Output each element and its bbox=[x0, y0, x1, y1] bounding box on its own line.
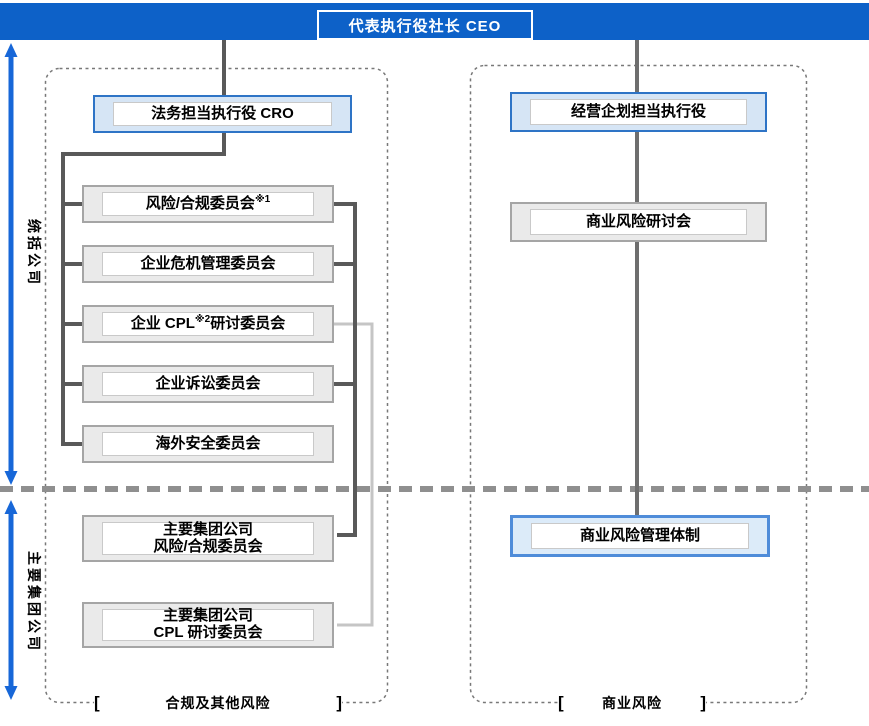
scope-arrow-holding bbox=[4, 43, 18, 485]
box-group-cpl-committee: 主要集团公司 CPL 研讨委员会 bbox=[82, 602, 334, 648]
footer-label-compliance-other-risks: [ 合规及其他风险 ] bbox=[94, 691, 342, 715]
header-bar: 代表执行役社长 CEO bbox=[0, 3, 869, 40]
box-business-risk-study-meeting: 商业风险研讨会 bbox=[510, 202, 767, 242]
box-risk-compliance-committee-label: 风险/合规委员会※1 bbox=[145, 193, 271, 212]
box-corporate-planning-exec-label: 经营企划担当执行役 bbox=[570, 102, 706, 120]
bracket-open: [ bbox=[558, 693, 564, 712]
connector-risk-compliance-dark bbox=[334, 202, 357, 537]
bracket-open: [ bbox=[94, 693, 100, 712]
box-litigation-committee: 企业诉讼委员会 bbox=[82, 365, 334, 403]
box-corporate-cpl-committee-label: 企业 CPL※2研讨委员会 bbox=[130, 313, 286, 332]
ceo-box: 代表执行役社长 CEO bbox=[317, 10, 533, 40]
box-risk-compliance-committee: 风险/合规委员会※1 bbox=[82, 185, 334, 223]
footer-label-business-risk: [ 商业风险 ] bbox=[558, 691, 706, 715]
box-overseas-safety-committee-label: 海外安全委员会 bbox=[155, 434, 261, 452]
box-group-cpl-line1: 主要集团公司 bbox=[162, 607, 253, 625]
box-corporate-planning-exec: 经营企划担当执行役 bbox=[510, 92, 767, 132]
box-group-cpl-line2: CPL 研讨委员会 bbox=[153, 624, 263, 641]
box-legal-exec-cro: 法务担当执行役 CRO bbox=[93, 95, 352, 133]
footer-label-compliance-text: 合规及其他风险 bbox=[165, 695, 271, 711]
box-business-risk-management-system-label: 商业风险管理体制 bbox=[579, 526, 700, 544]
side-label-holding-company: 统括公司 bbox=[26, 219, 42, 287]
box-crisis-management-committee: 企业危机管理委员会 bbox=[82, 245, 334, 283]
box-legal-exec-cro-label: 法务担当执行役 CRO bbox=[151, 104, 294, 122]
box-business-risk-study-meeting-label: 商业风险研讨会 bbox=[585, 212, 691, 230]
box-group-risk-compliance-line1: 主要集团公司 bbox=[162, 520, 253, 538]
footer-label-business-risk-text: 商业风险 bbox=[602, 695, 662, 711]
bracket-close: ] bbox=[336, 693, 342, 712]
scope-arrow-group bbox=[4, 500, 18, 700]
box-corporate-cpl-committee: 企业 CPL※2研讨委员会 bbox=[82, 305, 334, 343]
ceo-label: 代表执行役社长 CEO bbox=[348, 17, 502, 35]
box-business-risk-management-system: 商业风险管理体制 bbox=[510, 515, 770, 557]
box-group-risk-compliance-committee: 主要集团公司 风险/合规委员会 bbox=[82, 515, 334, 562]
box-crisis-management-committee-label: 企业危机管理委员会 bbox=[140, 254, 276, 272]
box-litigation-committee-label: 企业诉讼委员会 bbox=[155, 374, 261, 392]
right-group-container-border bbox=[469, 64, 808, 704]
bracket-close: ] bbox=[700, 693, 706, 712]
box-overseas-safety-committee: 海外安全委员会 bbox=[82, 425, 334, 463]
side-label-major-group-companies: 主要集团公司 bbox=[26, 551, 42, 653]
connector-cro-trunk bbox=[61, 133, 226, 444]
box-group-risk-compliance-line2: 风险/合规委员会 bbox=[153, 537, 263, 555]
